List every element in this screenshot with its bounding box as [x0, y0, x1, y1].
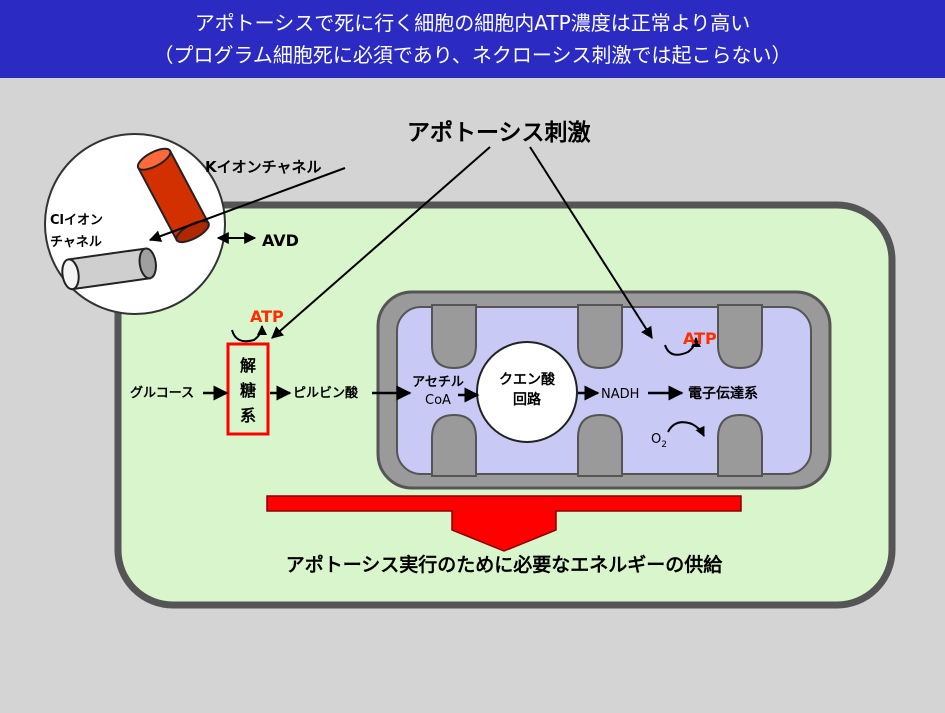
glucose-label: グルコース [130, 385, 194, 401]
citric-label-1: クエン酸 [499, 371, 556, 388]
cl-channel-label-2: チャネル [50, 235, 102, 250]
o2-curved-arrow [667, 421, 705, 437]
avd-label: AVD [262, 231, 299, 250]
atp-label-cytosol: ATP [250, 307, 284, 326]
stimulus-arrow-mitochondria [529, 146, 653, 340]
title-line-2: （プログラム細胞死に必須であり、ネクローシス刺激では起こらない） [153, 43, 792, 67]
acetyl-label-1: アセチル [412, 375, 464, 390]
stimulus-arrow-glycolysis [271, 146, 491, 339]
cl-channel-icon [61, 247, 157, 291]
apoptosis-diagram: Kイオンチャネル Clイオン チャネル AVD アポトーシス刺激 解 糖 系 A… [44, 119, 896, 609]
glycolysis-char-3: 系 [240, 406, 256, 425]
k-channel-label: Kイオンチャネル [205, 158, 321, 176]
o2-label: O2 [651, 432, 667, 450]
atp-label-mito: ATP [683, 329, 717, 348]
nadh-label: NADH [601, 387, 639, 402]
acetyl-label-2: CoA [425, 393, 451, 408]
cl-channel-label-1: Clイオン [50, 213, 103, 228]
atp-curved-arrow-mito [664, 337, 701, 356]
citric-label-2: 回路 [513, 391, 542, 408]
glycolysis-char-2: 糖 [240, 381, 256, 400]
title-line-1: アポトーシスで死に行く細胞の細胞内ATP濃度は正常より高い [194, 11, 751, 35]
energy-supply-arrow [266, 495, 742, 552]
title-banner: アポトーシスで死に行く細胞の細胞内ATP濃度は正常より高い （プログラム細胞死に… [0, 0, 945, 78]
pyruvate-label: ピルビン酸 [293, 385, 359, 401]
mitochondrion [376, 290, 832, 490]
stimulus-arrow-channel [148, 167, 346, 242]
diagram-area: Kイオンチャネル Clイオン チャネル AVD アポトーシス刺激 解 糖 系 A… [0, 78, 945, 709]
atp-curved-arrow-cytosol [231, 325, 267, 343]
stimulus-label: アポトーシス刺激 [407, 119, 591, 146]
energy-supply-label: アポトーシス実行のために必要なエネルギーの供給 [286, 553, 724, 576]
k-channel-icon [136, 147, 210, 244]
glycolysis-char-1: 解 [240, 356, 256, 375]
etc-label: 電子伝達系 [688, 385, 758, 402]
